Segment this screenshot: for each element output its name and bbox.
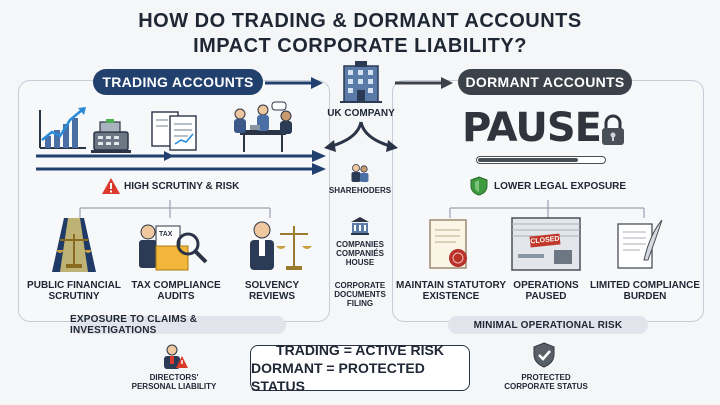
trading-flow-arrow-top (36, 150, 326, 162)
director-warning-icon (164, 344, 188, 369)
arrow-to-dormant (395, 77, 453, 89)
svg-text:TAX: TAX (159, 231, 173, 238)
exposure-to-claims-bar: EXPOSURE TO CLAIMS & INVESTIGATIONS (70, 314, 286, 336)
tax-magnifier-icon: TAX (139, 224, 208, 271)
pause-word: PAUSE (462, 105, 602, 151)
stressed-person-scales-icon (250, 221, 312, 270)
companies-house-icon (351, 217, 369, 235)
summary-trading-line: TRADING = ACTIVE RISK (276, 342, 444, 358)
growth-chart-icon (39, 107, 86, 149)
high-scrutiny-label: HIGH SCRUTINY & RISK (124, 181, 240, 192)
document-quill-icon (617, 219, 663, 269)
dormant-accounts-header: DORMANT ACCOUNTS (458, 69, 632, 95)
corporate-filing-label: CORPORATE DOCUMENTS FILING (334, 281, 386, 308)
financial-documents-icon (151, 111, 197, 151)
trading-flow-arrow-bottom (36, 163, 326, 175)
dormant-branch-lines (449, 200, 645, 218)
certificate-seal-icon (429, 219, 467, 269)
lower-legal-exposure-label: LOWER LEGAL EXPOSURE (494, 181, 627, 192)
company-split-arrows (324, 121, 398, 152)
warning-triangle-icon (102, 178, 120, 194)
trading-accounts-header: TRADING ACCOUNTS (93, 69, 263, 95)
arrow-to-company (265, 77, 323, 89)
minimal-operational-risk-bar: MINIMAL OPERATIONAL RISK (448, 316, 648, 334)
padlock-icon (602, 114, 624, 145)
summary-box: TRADING = ACTIVE RISK DORMANT = PROTECTE… (250, 342, 470, 394)
paused-progress-fill (478, 158, 578, 162)
companies-house-label: COMPANIES COMPANIÉS HOUSE (336, 240, 384, 267)
directors-liability-label: DIRECTORS'PERSONAL LIABILITY (131, 373, 217, 391)
uk-company-building-icon (340, 61, 382, 103)
page-title-line-1: HOW DO TRADING & DORMANT ACCOUNTS (138, 10, 582, 32)
cash-register-icon (91, 119, 131, 153)
green-shield-icon (470, 176, 488, 196)
business-meeting-icon (234, 101, 292, 152)
trading-branch-lines (79, 200, 271, 218)
uk-company-label: UK COMPANY (327, 108, 395, 119)
protected-shield-icon (533, 342, 555, 368)
spotlight-scales-icon (52, 218, 96, 272)
summary-dormant-line: DORMANT = PROTECTED STATUS (251, 360, 425, 394)
shareholders-label: SHAREHODERS (328, 186, 392, 195)
page-title-line-2: IMPACT CORPORATE LIABILITY? (193, 35, 527, 57)
shareholders-icon (351, 164, 369, 182)
